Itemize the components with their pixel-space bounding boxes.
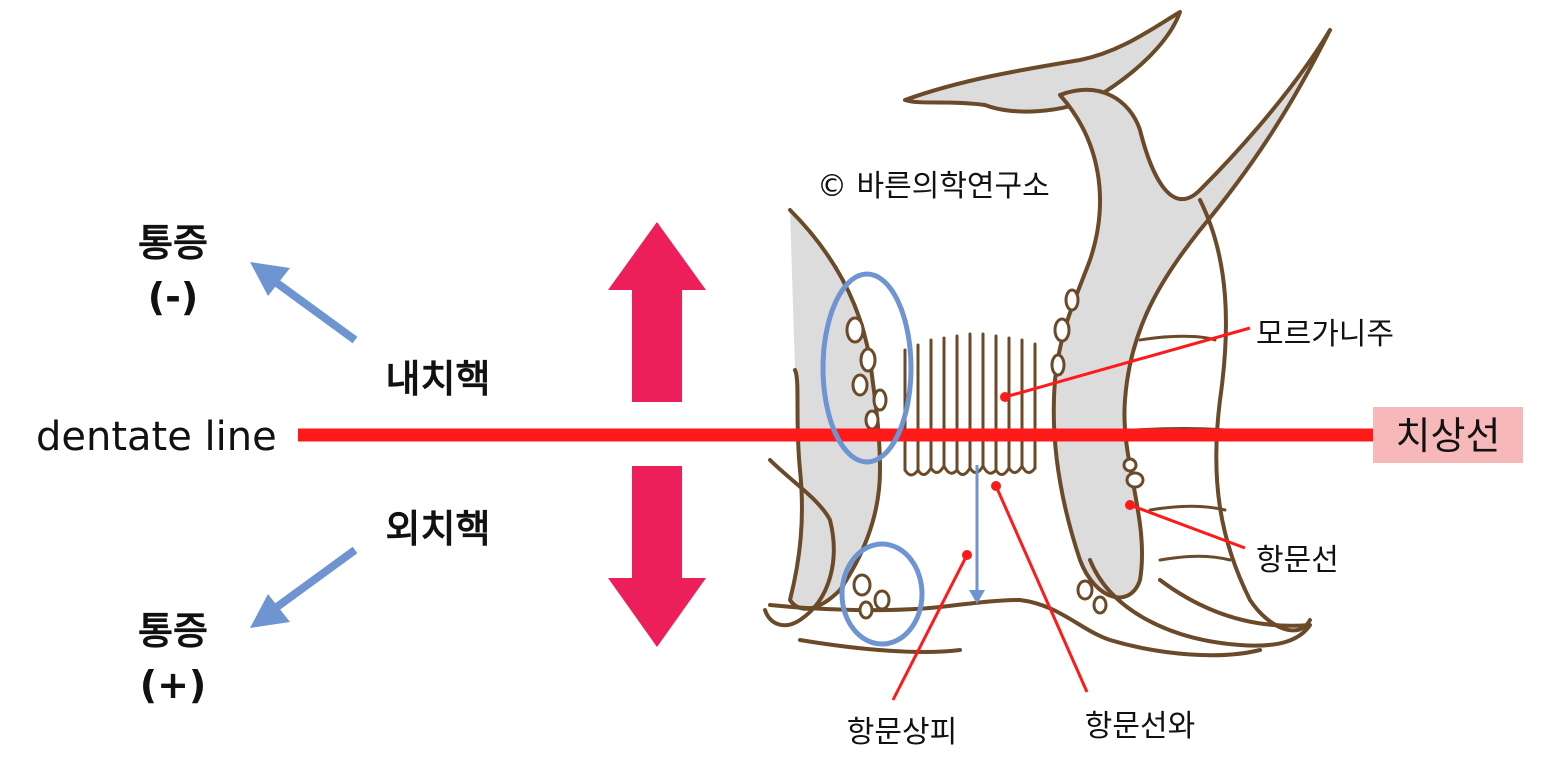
internal-up-arrow xyxy=(608,222,706,402)
internal-hemorrhoid-label: 내치핵 xyxy=(386,357,491,401)
internal-hemorrhoid-ring xyxy=(820,271,914,465)
top-pain-sign: (-) xyxy=(148,275,199,319)
bottom-pain-label: 통증 xyxy=(138,609,208,653)
callout-lines xyxy=(891,326,1251,701)
morgagni-label: 모르가니주 xyxy=(1256,317,1394,352)
left-tissue xyxy=(788,208,882,611)
external-hemorrhoid-label: 외치핵 xyxy=(386,507,491,551)
dentate-line-label: dentate line xyxy=(36,414,277,460)
external-down-arrow xyxy=(608,466,706,647)
far-right-band xyxy=(1198,198,1312,633)
dentate-kr-box xyxy=(1373,407,1523,463)
anal-columns xyxy=(903,332,1037,477)
anal-gland-label: 항문선 xyxy=(1256,543,1339,578)
lower-right-band xyxy=(1088,558,1312,648)
left-lower-bulge xyxy=(763,458,836,628)
anoderm-arrow xyxy=(969,465,985,604)
external-hemorrhoid-ring xyxy=(839,541,925,647)
bottom-outline-2 xyxy=(798,638,962,654)
upper-muscle-band xyxy=(903,10,1182,114)
dentate-kr-label: 치상선 xyxy=(1396,414,1501,458)
anal-canal-illustration xyxy=(763,10,1332,658)
bottom-pain-sign: (+) xyxy=(140,663,207,707)
glands xyxy=(845,288,1145,620)
anoderm-label: 항문상피 xyxy=(847,715,957,750)
copyright-text: © 바른의학연구소 xyxy=(817,169,1050,204)
right-muscle-band xyxy=(1051,28,1332,600)
top-pain-label: 통증 xyxy=(138,221,208,265)
pain-arrows xyxy=(250,262,358,628)
anal-crypt-label: 항문선와 xyxy=(1085,709,1195,744)
